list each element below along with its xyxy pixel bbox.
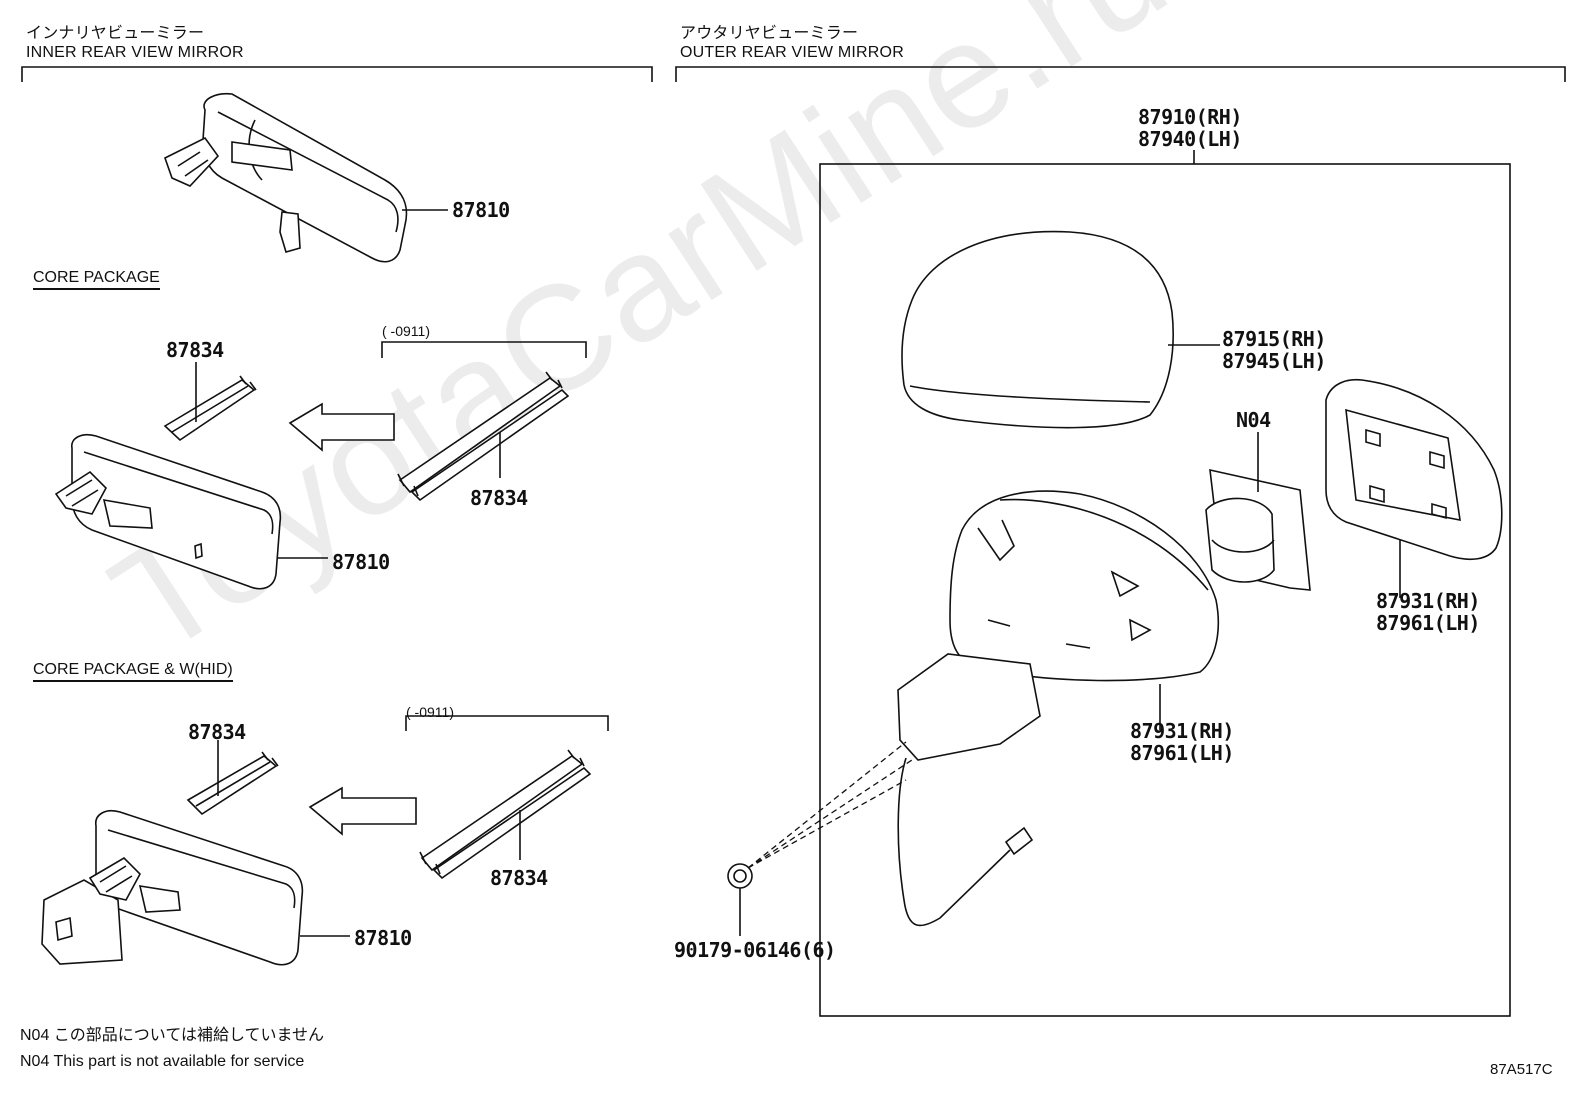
part-87910-assembly[interactable]: 87910(RH) 87940(LH) bbox=[1138, 105, 1242, 151]
diagram-code: 87A517C bbox=[1490, 1061, 1553, 1078]
note-jp: N04 この部品については補給していません bbox=[20, 1027, 325, 1044]
outer-mirror-assembly-box bbox=[819, 150, 1511, 1017]
section-core-package: CORE PACKAGE bbox=[33, 270, 160, 290]
part-N04-actuator[interactable]: N04 bbox=[1236, 408, 1271, 432]
outer-header-en: OUTER REAR VIEW MIRROR bbox=[680, 44, 904, 61]
inner-header-bracket bbox=[21, 66, 653, 82]
range-bracket-2 bbox=[405, 715, 609, 731]
part-87810-bot[interactable]: 87810 bbox=[354, 926, 412, 950]
part-87810-mid[interactable]: 87810 bbox=[332, 550, 390, 574]
part-87834-c[interactable]: 87834 bbox=[188, 720, 246, 744]
note-en: N04 This part is not available for servi… bbox=[20, 1053, 305, 1070]
part-87834-d[interactable]: 87834 bbox=[490, 866, 548, 890]
clip-90179-icon bbox=[727, 863, 753, 936]
left-arrow-2-icon bbox=[308, 786, 417, 836]
part-87810-top[interactable]: 87810 bbox=[452, 198, 510, 222]
part-87834-b[interactable]: 87834 bbox=[470, 486, 528, 510]
clip-dashed-lines bbox=[747, 741, 913, 869]
part-87931-glass[interactable]: 87931(RH) 87961(LH) bbox=[1376, 589, 1480, 635]
range-bracket-1 bbox=[381, 341, 587, 358]
left-arrow-1-icon bbox=[288, 402, 395, 452]
inner-mirror-mid-icon bbox=[54, 433, 328, 590]
mirror-actuator-icon bbox=[1205, 432, 1311, 591]
outer-header-jp: アウタリヤビューミラー bbox=[680, 25, 859, 42]
mirror-body-icon bbox=[897, 490, 1220, 927]
inner-header-en: INNER REAR VIEW MIRROR bbox=[26, 44, 244, 61]
bracket-87834-a-icon bbox=[163, 362, 257, 442]
bracket-87834-d-icon bbox=[419, 749, 592, 880]
bracket-87834-c-icon bbox=[186, 740, 279, 816]
range-label-1: ( -0911) bbox=[382, 323, 430, 339]
part-90179-clip[interactable]: 90179-06146(6) bbox=[674, 938, 836, 962]
inner-mirror-top-icon bbox=[164, 92, 448, 263]
section-core-package-hid: CORE PACKAGE & W(HID) bbox=[33, 662, 233, 682]
mirror-cover-icon bbox=[901, 230, 1220, 429]
range-label-2: ( -0911) bbox=[406, 704, 454, 720]
bracket-87834-b-icon bbox=[397, 371, 570, 502]
part-87931-body[interactable]: 87931(RH) 87961(LH) bbox=[1130, 719, 1234, 765]
mirror-glass-icon bbox=[1325, 378, 1503, 598]
inner-mirror-bot-icon bbox=[41, 810, 350, 966]
part-87834-a[interactable]: 87834 bbox=[166, 338, 224, 362]
outer-header-bracket bbox=[675, 66, 1566, 82]
part-87915-cover[interactable]: 87915(RH) 87945(LH) bbox=[1222, 327, 1326, 373]
inner-header-jp: インナリヤビューミラー bbox=[26, 25, 205, 42]
